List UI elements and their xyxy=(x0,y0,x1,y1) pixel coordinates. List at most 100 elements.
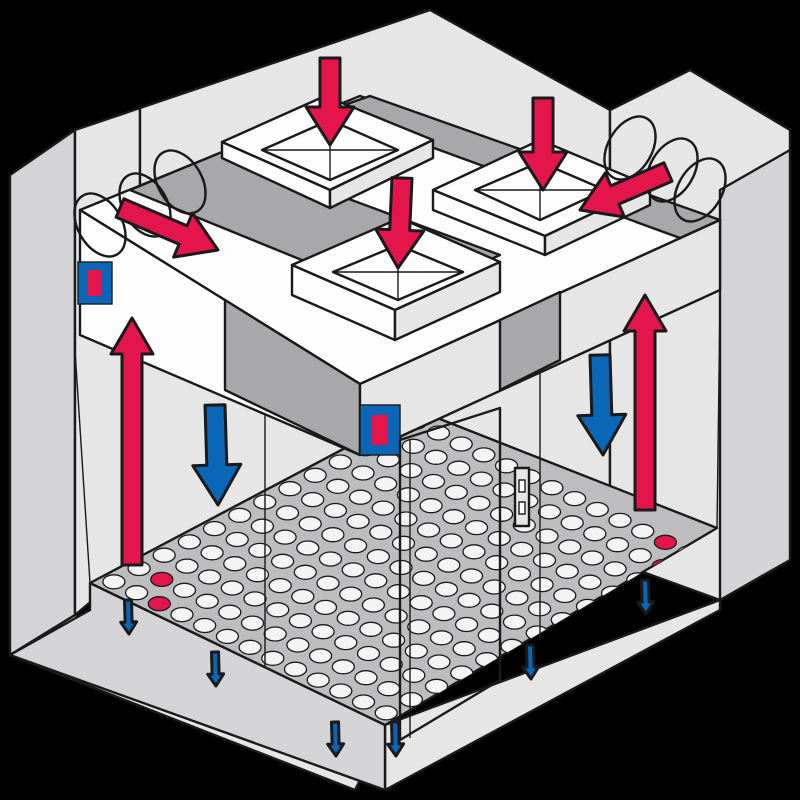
floor-hole xyxy=(480,603,504,619)
floor-hole xyxy=(326,478,350,494)
right-wall-side-face xyxy=(718,148,792,602)
floor-hole xyxy=(502,614,527,630)
floor-hole xyxy=(585,501,609,518)
door-frame xyxy=(398,406,502,742)
floor-hole xyxy=(653,534,678,550)
floor-hole xyxy=(391,535,416,551)
floor-hole xyxy=(525,625,549,641)
floor-hole xyxy=(379,656,403,673)
small-blue-arrow-icon xyxy=(206,650,226,688)
floor-hole xyxy=(124,585,149,601)
floor-hole xyxy=(331,659,355,675)
floor-hole xyxy=(170,606,194,623)
floor-hole xyxy=(200,545,224,561)
floor-hole xyxy=(608,512,632,529)
floor-hole xyxy=(225,531,249,548)
red-up-arrow-icon xyxy=(109,316,155,567)
floor-hole xyxy=(464,519,489,536)
floor-hole xyxy=(628,547,652,564)
floor-hole xyxy=(537,504,562,520)
airflow-arrows xyxy=(109,56,674,758)
floor-hole xyxy=(321,527,345,543)
floor-hole xyxy=(540,480,564,496)
floor-hole xyxy=(346,513,370,530)
floor-hole xyxy=(583,526,607,542)
floor-hole xyxy=(359,621,383,637)
floor-hole xyxy=(489,506,514,522)
floor-hole xyxy=(374,476,398,492)
floor-hole xyxy=(429,630,454,646)
floor-hole xyxy=(336,610,360,626)
red-diagonal-arrow-icon xyxy=(578,161,674,219)
floor-hole xyxy=(409,595,433,611)
floor-hole xyxy=(193,617,217,634)
floor-hole xyxy=(477,627,501,644)
door-handle-icon xyxy=(513,466,531,528)
floor-hole xyxy=(580,550,605,566)
floor-hole xyxy=(278,481,302,497)
small-blue-arrow-icon xyxy=(386,720,406,758)
floor-hole xyxy=(419,498,443,514)
floor-hole xyxy=(275,505,300,521)
floor-hole xyxy=(377,681,401,697)
floor-hole xyxy=(505,590,529,606)
floor-hole xyxy=(394,511,418,527)
floor-hole xyxy=(334,634,358,651)
small-blue-arrow-icon xyxy=(326,720,346,758)
small-blue-arrow-icon xyxy=(119,598,139,636)
floor-hole xyxy=(311,624,335,640)
floor-hole xyxy=(328,454,352,470)
floor-hole xyxy=(177,534,202,550)
floor-hole xyxy=(434,581,459,597)
floor-hole xyxy=(270,553,295,569)
floor-hole xyxy=(449,436,473,452)
floor-hole xyxy=(432,605,456,622)
floor-hole xyxy=(248,542,272,559)
floor-hole xyxy=(228,507,252,523)
floor-hole xyxy=(218,604,242,620)
floor-hole xyxy=(560,515,584,531)
floor-hole xyxy=(472,447,496,463)
floor-hole xyxy=(298,516,322,532)
small-blue-arrow-icon xyxy=(521,643,541,681)
door xyxy=(398,406,531,742)
floor-hole xyxy=(313,599,338,616)
floor-hole xyxy=(452,641,476,657)
floor-hole xyxy=(381,632,406,648)
floor-hole xyxy=(286,637,310,653)
floor-hole xyxy=(366,548,390,565)
floor-hole xyxy=(424,449,448,465)
floor-hole xyxy=(354,670,378,686)
left-wall-front-face xyxy=(8,128,77,657)
floor-hole xyxy=(578,574,602,590)
floor-hole xyxy=(457,592,481,608)
floor-hole xyxy=(467,495,491,511)
room-glass-outline xyxy=(74,299,721,726)
floor-hole xyxy=(401,438,425,454)
floor-hole xyxy=(603,561,627,577)
floor-hole xyxy=(348,489,373,505)
floor-hole xyxy=(356,645,381,662)
floor-hole xyxy=(102,574,126,590)
floor-hole xyxy=(245,567,270,583)
floor-hole xyxy=(396,487,421,503)
floor-hole xyxy=(296,540,320,556)
floor-hole xyxy=(268,577,292,594)
floor-hole xyxy=(450,665,474,681)
floor-hole xyxy=(444,484,468,501)
floor-hole xyxy=(553,587,577,604)
blue-down-arrow-icon xyxy=(576,353,628,457)
floor-hole xyxy=(243,591,267,607)
floor-hole xyxy=(341,562,365,578)
floor-hole xyxy=(266,602,290,618)
floor-hole xyxy=(407,619,431,635)
floor-hole xyxy=(172,582,197,598)
floor-hole xyxy=(402,667,426,683)
floor-hole xyxy=(316,575,340,591)
red-up-arrow-icon xyxy=(622,293,668,512)
floor-hole xyxy=(147,596,171,612)
floor-hole xyxy=(421,473,446,490)
floor-hole xyxy=(384,608,408,624)
floor-hole xyxy=(220,580,244,596)
